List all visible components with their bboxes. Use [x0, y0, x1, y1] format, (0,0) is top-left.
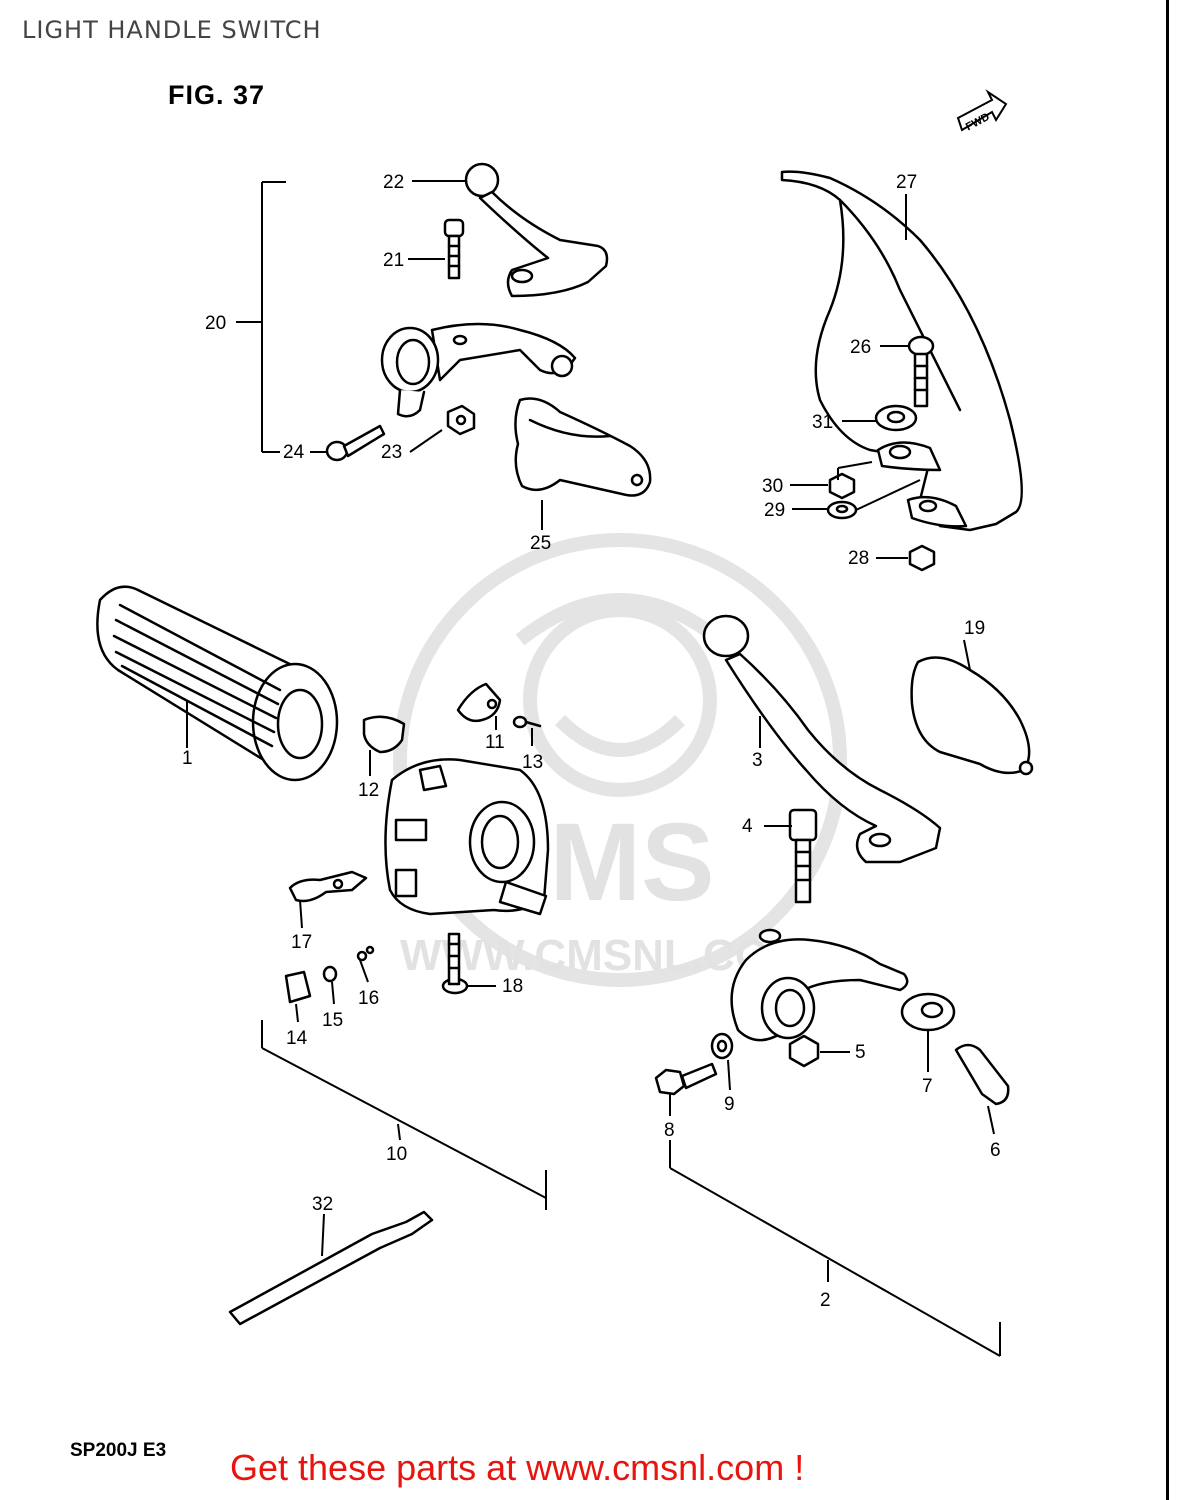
callout-16: 16 [358, 988, 379, 1009]
part-21-bolt [443, 218, 465, 280]
part-23-nut [446, 404, 476, 436]
callout-7: 7 [922, 1076, 933, 1097]
callout-21: 21 [383, 250, 404, 271]
callout-12: 12 [358, 780, 379, 801]
part-30-nut [828, 472, 856, 500]
callout-23: 23 [381, 442, 402, 463]
callout-11: 11 [485, 732, 505, 753]
watermark [393, 533, 847, 987]
callout-28: 28 [848, 548, 869, 569]
callout-3: 3 [752, 750, 763, 771]
part-5-nut [788, 1034, 820, 1068]
part-19-cover [910, 656, 1034, 776]
callout-4: 4 [742, 816, 753, 837]
part-20-lever-holder [380, 322, 577, 418]
part-15-spring [322, 965, 338, 983]
callout-9: 9 [724, 1094, 735, 1115]
part-12-knob [362, 715, 406, 754]
part-4-bolt [788, 808, 818, 904]
callout-15: 15 [322, 1010, 343, 1031]
part-2-lever-holder [730, 928, 909, 1042]
model-code: SP200J E3 [70, 1440, 167, 1461]
callout-20: 20 [205, 313, 226, 334]
callout-29: 29 [764, 500, 785, 521]
part-9-washer [710, 1032, 734, 1060]
page-title: LIGHT HANDLE SWITCH [22, 16, 322, 44]
part-6-screw [954, 1043, 1010, 1106]
leader-lines [186, 180, 1001, 1357]
part-13-screw [512, 715, 542, 729]
figure-label: FIG. 37 [168, 80, 266, 110]
part-32-cable-tie [228, 1210, 434, 1326]
callout-30: 30 [762, 476, 783, 497]
callout-19: 19 [964, 618, 985, 639]
part-24-screw [325, 424, 386, 462]
part-31-washer [874, 404, 918, 432]
part-11-knob [456, 682, 502, 723]
callout-26: 26 [850, 337, 871, 358]
callout-17: 17 [291, 932, 312, 953]
part-22-lever [464, 162, 609, 298]
callout-32: 32 [312, 1194, 333, 1215]
part-18-screw [441, 932, 469, 995]
callout-13: 13 [522, 752, 543, 773]
callout-8: 8 [664, 1120, 675, 1141]
part-16-ball [356, 945, 375, 962]
callout-31: 31 [812, 412, 833, 433]
callout-27: 27 [896, 172, 917, 193]
callout-25: 25 [530, 533, 551, 554]
callout-18: 18 [502, 976, 523, 997]
part-28-nut [908, 544, 936, 572]
part-10-switch-housing [384, 758, 550, 916]
callout-24: 24 [283, 442, 305, 463]
callout-1: 1 [182, 748, 193, 769]
callout-6: 6 [990, 1140, 1001, 1161]
callout-5: 5 [855, 1042, 866, 1063]
forward-arrow-icon: FWD [956, 89, 1008, 133]
part-17-clip [288, 870, 368, 903]
parts-link-banner[interactable]: Get these parts at www.cmsnl.com ! [230, 1447, 805, 1488]
page-border [1166, 0, 1169, 1500]
callout-10: 10 [386, 1144, 407, 1165]
handguard-bracket [876, 441, 968, 528]
part-25-cover [514, 397, 652, 497]
part-27-handguard [780, 170, 1024, 532]
part-8-bolt [654, 1062, 718, 1096]
part-7-adjuster [900, 992, 956, 1032]
callout-2: 2 [820, 1290, 831, 1311]
part-29-washer [826, 500, 858, 520]
callout-22: 22 [383, 172, 404, 193]
part-14-button [284, 970, 312, 1004]
callout-14: 14 [286, 1028, 308, 1049]
callouts: 22 21 20 24 23 25 27 26 31 30 29 28 19 1… [182, 172, 1001, 1311]
part-1-grip [96, 585, 339, 782]
part-3-brake-lever [702, 614, 942, 864]
